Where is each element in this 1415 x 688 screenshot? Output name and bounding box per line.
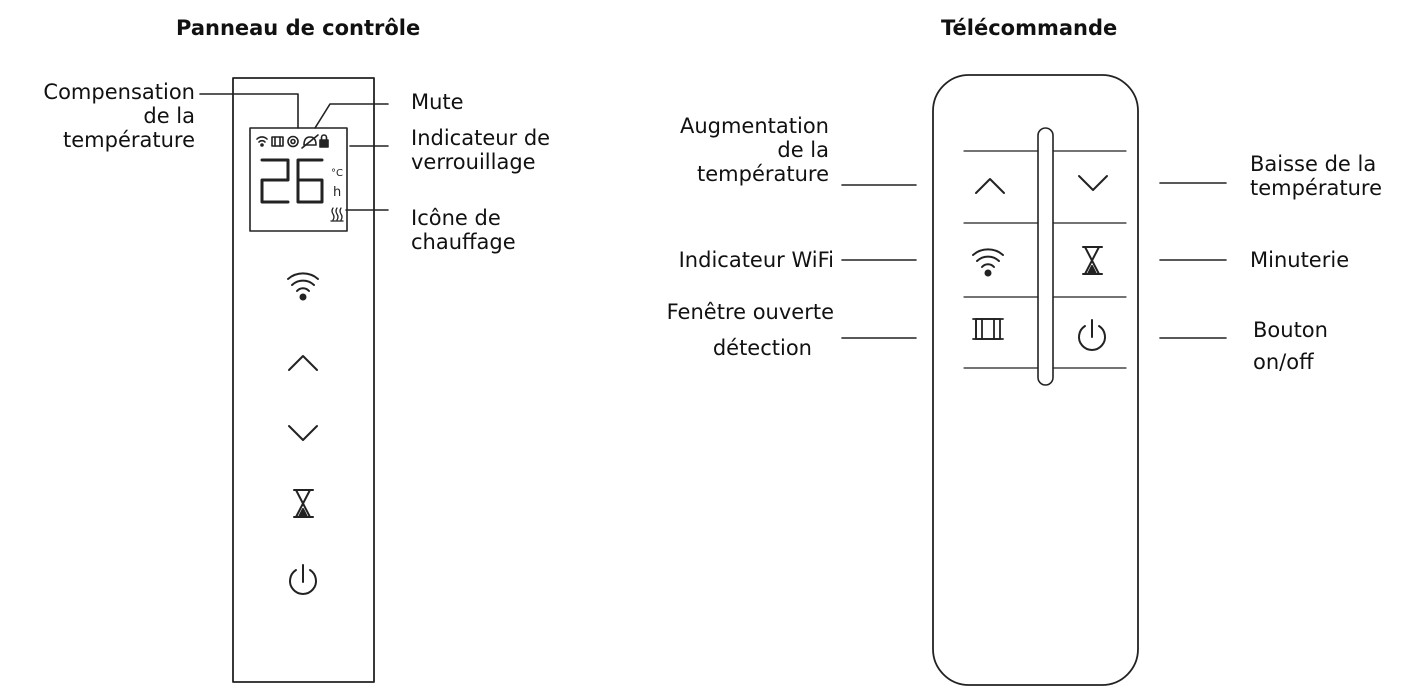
label-heating-icon: Icône de chauffage xyxy=(411,206,516,254)
remote-title: Télécommande xyxy=(941,16,1118,40)
panel-power-icon xyxy=(289,564,317,595)
leader-mute xyxy=(314,103,389,129)
label-timer: Minuterie xyxy=(1250,248,1350,272)
remote-hourglass-icon xyxy=(1082,246,1103,275)
remote-power-icon xyxy=(1078,319,1106,351)
panel-title: Panneau de contrôle xyxy=(176,16,421,40)
label-mute: Mute xyxy=(411,90,464,114)
label-temp-compensation: Compensation de la température xyxy=(43,80,195,152)
label-lock-indicator: Indicateur de verrouillage xyxy=(411,126,551,174)
label-temp-down: Baisse de la température xyxy=(1250,152,1382,200)
control-panel-body xyxy=(232,77,375,683)
panel-hourglass-icon xyxy=(293,489,314,518)
lcd-unit-hours: h xyxy=(333,185,341,200)
remote-down-chevron-icon xyxy=(1078,175,1108,191)
panel-down-chevron-icon xyxy=(288,425,318,441)
lcd-bell-off-icon xyxy=(301,134,319,149)
lcd-gear-icon xyxy=(287,135,299,148)
remote-center-bar xyxy=(1037,127,1054,386)
leader-temp-comp xyxy=(199,93,299,129)
lcd-unit-celsius: °C xyxy=(331,168,343,179)
lcd-lock-icon xyxy=(319,134,329,148)
panel-up-chevron-icon xyxy=(288,355,318,371)
remote-up-chevron-icon xyxy=(975,178,1005,194)
label-wifi-indicator: Indicateur WiFi xyxy=(678,248,834,272)
lcd-heating-icon xyxy=(330,207,344,222)
panel-wifi-icon xyxy=(287,272,319,301)
remote-window-icon xyxy=(972,318,1004,340)
remote-body xyxy=(932,74,1139,686)
lcd-wifi-icon xyxy=(256,136,268,147)
label-temp-up: Augmentation de la température xyxy=(679,114,829,186)
lcd-digits xyxy=(260,158,324,204)
label-window-detection: Fenêtre ouverte détection xyxy=(666,300,834,360)
lcd-window-icon xyxy=(271,136,284,147)
remote-wifi-icon xyxy=(972,248,1004,277)
label-power-button: Bouton on/off xyxy=(1253,318,1328,374)
